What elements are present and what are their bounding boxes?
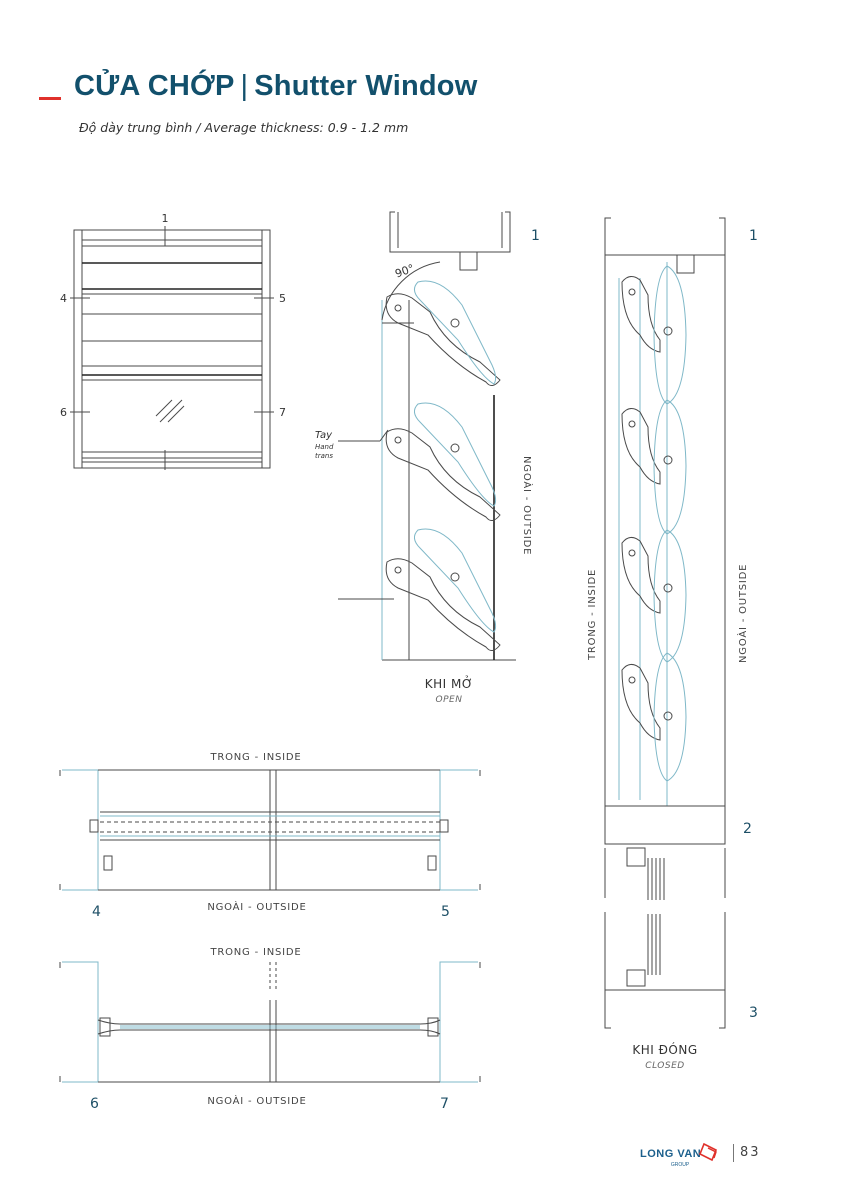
closed-section-number-3: 3: [749, 1005, 758, 1021]
plan67-inside-label: TRONG - INSIDE: [209, 947, 301, 958]
title-vietnamese: CỬA CHỚP: [74, 70, 235, 102]
elevation-label-4: 4: [60, 292, 67, 305]
open-section-number-1: 1: [531, 228, 540, 244]
closed-louvre-1: [621, 265, 687, 405]
elevation-label-6: 6: [60, 406, 67, 419]
page-title: CỬA CHỚP|Shutter Window: [74, 70, 477, 103]
logo-wordmark: LONG VAN: [640, 1148, 701, 1160]
open-louvre-3: [385, 528, 501, 651]
open-outside-label: NGOÀI - OUTSIDE: [521, 456, 534, 555]
closed-inside-label: TRONG - INSIDE: [587, 569, 598, 661]
plan-section-6-7: [59, 961, 481, 1083]
open-caption-sub: OPEN: [436, 695, 463, 705]
plan45-outside-label: NGOÀI - OUTSIDE: [207, 900, 306, 913]
open-louvre-1: [385, 280, 501, 386]
page-number: 83: [740, 1145, 761, 1160]
plan45-inside-label: TRONG - INSIDE: [209, 752, 301, 763]
closed-caption: KHI ĐÓNG: [632, 1042, 697, 1057]
thickness-subtitle: Độ dày trung bình / Average thickness: 0…: [79, 120, 409, 135]
open-caption: KHI MỞ: [425, 675, 474, 691]
logo-subtext: GROUP: [671, 1162, 690, 1168]
closed-louvre-2: [621, 399, 687, 535]
plan-section-4-5: [59, 769, 481, 891]
plan45-number-4: 4: [92, 904, 101, 920]
plan67-number-7: 7: [440, 1096, 449, 1112]
elevation-label-5: 5: [279, 292, 286, 305]
closed-caption-sub: CLOSED: [645, 1061, 684, 1071]
open-louvre-2: [385, 402, 501, 521]
closed-section-number-2: 2: [743, 821, 752, 837]
closed-section-drawing: [604, 217, 726, 1029]
front-elevation: [70, 226, 274, 470]
plan67-outside-label: NGOÀI - OUTSIDE: [207, 1094, 306, 1107]
open-section-drawing: [338, 211, 516, 661]
open-angle-label: 90°: [393, 262, 416, 281]
plan45-number-5: 5: [441, 904, 450, 920]
hand-sub-label-2: trans: [315, 452, 333, 460]
title-accent-bar: [39, 97, 61, 100]
elevation-label-1: 1: [162, 212, 169, 225]
footer-logo: LONG VAN GROUP: [640, 1142, 718, 1168]
footer-divider: [733, 1144, 734, 1162]
hand-label: Tay: [315, 430, 333, 441]
closed-louvre-4: [621, 652, 687, 782]
closed-louvre-3: [621, 529, 687, 663]
plan67-number-6: 6: [90, 1096, 99, 1112]
closed-outside-label: NGOÀI - OUTSIDE: [736, 564, 749, 663]
title-separator: |: [240, 70, 249, 102]
elevation-label-7: 7: [279, 406, 286, 419]
logo-mark-icon: [698, 1142, 718, 1162]
closed-section-number-1: 1: [749, 228, 758, 244]
hand-sub-label-1: Hand: [315, 443, 334, 451]
title-english: Shutter Window: [254, 70, 478, 102]
